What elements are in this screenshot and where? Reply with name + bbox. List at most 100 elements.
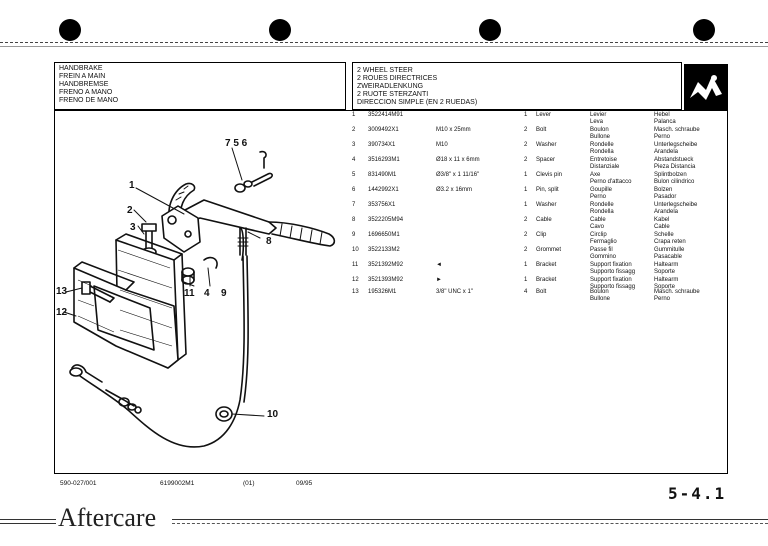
table-cell: 2	[352, 127, 356, 133]
table-cell: 1696650M1	[368, 232, 400, 238]
table-cell: Arandela	[654, 149, 679, 155]
table-cell: Goupille	[590, 187, 613, 193]
table-cell: 1	[524, 202, 528, 208]
table-cell: Arandela	[654, 209, 679, 215]
table-cell: Support fixation	[590, 277, 632, 283]
table-cell: Masch. schraube	[654, 289, 700, 295]
tractor-logo-icon	[684, 64, 728, 110]
table-cell: 2	[524, 127, 528, 133]
table-cell: M10 x 25mm	[436, 127, 471, 133]
table-cell: 1	[524, 277, 528, 283]
footer-edition: (01)	[243, 480, 255, 487]
table-cell: 390734X1	[368, 142, 396, 148]
table-cell: Perno d'attacco	[590, 179, 632, 185]
table-cell: 1	[524, 172, 528, 178]
table-cell: 11	[352, 262, 359, 268]
table-cell: Soporte	[654, 269, 676, 275]
callout-1: 1	[129, 180, 135, 191]
footer-date: 09/95	[296, 480, 313, 487]
aftercare-brand: Aftercare	[58, 503, 157, 532]
table-cell: 3/8" UNC x 1"	[436, 289, 473, 295]
callout-3: 3	[130, 222, 136, 233]
table-cell: Washer	[536, 202, 557, 208]
table-cell: Pieza Distancia	[654, 164, 696, 170]
table-cell: 13	[352, 289, 359, 295]
table-cell: Rondelle	[590, 202, 614, 208]
table-cell: 1442992X1	[368, 187, 399, 193]
top-rule	[0, 46, 768, 47]
table-cell: Cavo	[590, 224, 605, 230]
table-cell: Rondelle	[590, 142, 614, 148]
header-right-line: 2 WHEEL STEER	[357, 67, 413, 74]
header-right-box: 2 WHEEL STEER 2 ROUES DIRECTRICES ZWEIRA…	[352, 62, 682, 110]
header-left-line: HANDBREMSE	[59, 81, 109, 88]
table-cell: Rondella	[590, 149, 614, 155]
table-cell: Circlip	[590, 232, 607, 238]
table-cell: Unterlegscheibe	[654, 142, 698, 148]
binder-hole	[59, 19, 81, 41]
bottom-rule	[0, 519, 56, 520]
table-cell: Bolt	[536, 127, 547, 133]
table-cell: Schelle	[654, 232, 674, 238]
table-cell: 1	[524, 262, 528, 268]
table-cell: Ø3/8" x 1 11/16"	[436, 172, 480, 178]
table-cell: Pin, split	[536, 187, 559, 193]
table-cell: Bulon cilindrico	[654, 179, 695, 185]
table-cell: 195326M1	[368, 289, 397, 295]
callout-9: 9	[221, 288, 227, 299]
footer-code: 590-027/001	[60, 480, 97, 487]
header-left-line: FREIN A MAIN	[59, 73, 106, 80]
header-left-line: FRENO A MANO	[59, 89, 113, 96]
table-cell: Haltearm	[654, 277, 679, 283]
binder-hole	[479, 19, 501, 41]
table-cell: 3522133M2	[368, 247, 400, 253]
table-cell: Axe	[590, 172, 601, 178]
handbrake-diagram	[63, 147, 336, 448]
table-cell: 3521393M92	[368, 277, 404, 283]
table-cell: Unterlegscheibe	[654, 202, 698, 208]
callout-8: 8	[266, 236, 272, 247]
binder-hole	[269, 19, 291, 41]
header-right-line: 2 ROUES DIRECTRICES	[357, 75, 438, 82]
table-cell: 3522414M91	[368, 112, 404, 118]
table-cell: Gommino	[590, 254, 617, 260]
table-cell: Hebel	[654, 112, 670, 118]
table-cell: Masch. schraube	[654, 127, 700, 133]
table-cell: Supporto fissagg	[590, 284, 636, 290]
table-cell: Bolzen	[654, 187, 673, 193]
table-cell: 2	[524, 157, 528, 163]
table-cell: 1	[524, 112, 528, 118]
header-right-line: 2 RUOTE STERZANTI	[357, 91, 429, 98]
table-cell: Bracket	[536, 277, 557, 283]
binder-hole	[693, 19, 715, 41]
table-cell: Passe fil	[590, 247, 613, 253]
table-cell: Levier	[590, 112, 607, 118]
table-cell: Cable	[536, 217, 552, 223]
table-cell: 2	[524, 232, 528, 238]
table-cell: Washer	[536, 142, 557, 148]
table-cell: 3516293M1	[368, 157, 400, 163]
table-cell: Rondella	[590, 209, 614, 215]
table-cell: Ø3.2 x 16mm	[436, 187, 473, 193]
table-cell: Lever	[536, 112, 552, 118]
table-cell: ◄	[436, 262, 442, 268]
table-cell: M10	[436, 142, 448, 148]
table-cell: Clevis pin	[536, 172, 563, 178]
callout-4: 4	[204, 288, 210, 299]
table-cell: Clip	[536, 232, 547, 238]
table-cell: 3521392M92	[368, 262, 404, 268]
table-cell: 2	[524, 217, 528, 223]
table-cell: Leva	[590, 119, 604, 125]
table-cell: Perno	[590, 194, 607, 200]
table-cell: Perno	[654, 134, 671, 140]
table-cell: 8	[352, 217, 356, 223]
table-cell: Perno	[654, 296, 671, 302]
table-cell: 3522205M94	[368, 217, 404, 223]
table-cell: Cable	[654, 224, 670, 230]
bottom-rule	[172, 523, 768, 524]
table-cell: Cable	[590, 217, 606, 223]
table-cell: Kabel	[654, 217, 670, 223]
table-cell: 353756X1	[368, 202, 396, 208]
table-cell: Haltearm	[654, 262, 679, 268]
header-left-line: FRENO DE MANO	[59, 97, 119, 104]
